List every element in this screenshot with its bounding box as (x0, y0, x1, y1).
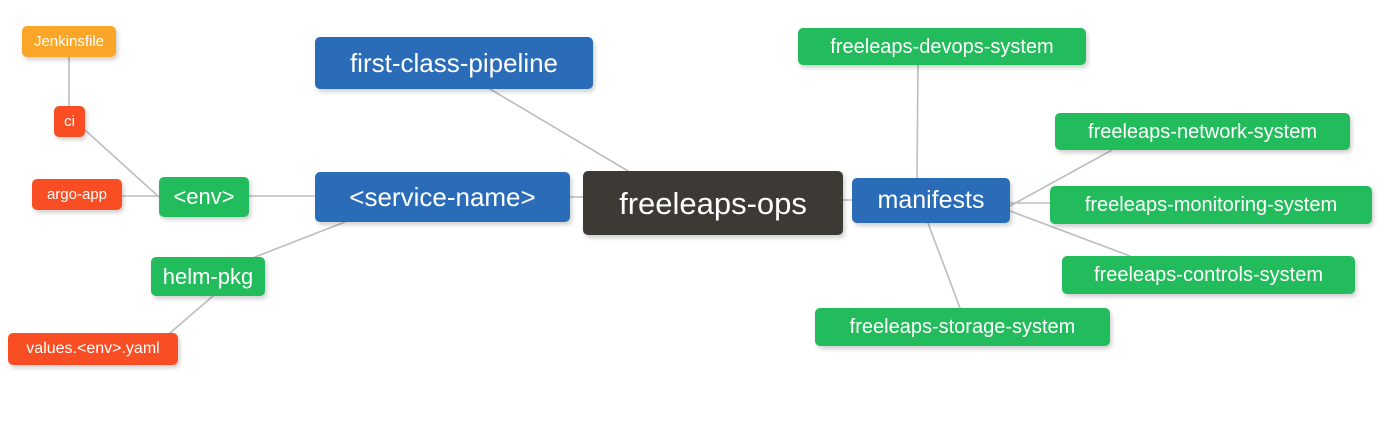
mindmap-node-freeleaps-devops-system[interactable]: freeleaps-devops-system (798, 28, 1086, 65)
mindmap-edge (169, 295, 214, 334)
mindmap-node-freeleaps-network-system[interactable]: freeleaps-network-system (1055, 113, 1350, 150)
mindmap-node-label: freeleaps-ops (619, 185, 807, 221)
mindmap-node-label: <env> (173, 184, 235, 209)
mindmap-node-helm-pkg[interactable]: helm-pkg (151, 257, 265, 296)
mindmap-edge (489, 88, 629, 172)
mindmap-node-label: freeleaps-devops-system (830, 35, 1054, 58)
mindmap-node-label: argo-app (46, 186, 108, 203)
mindmap-node-label: freeleaps-controls-system (1094, 264, 1323, 286)
mindmap-node-first-class-pipeline[interactable]: first-class-pipeline (315, 37, 593, 89)
mindmap-edge (916, 64, 919, 179)
mindmap-node-label: freeleaps-network-system (1088, 120, 1317, 143)
mindmap-node-label: helm-pkg (162, 263, 254, 289)
mindmap-node-freeleaps-controls-system[interactable]: freeleaps-controls-system (1062, 256, 1355, 294)
mindmap-node-service-name[interactable]: <service-name> (315, 172, 570, 222)
mindmap-node-argo-app[interactable]: argo-app (32, 179, 122, 210)
mindmap-node-freeleaps-ops[interactable]: freeleaps-ops (583, 171, 843, 235)
mindmap-node-label: freeleaps-storage-system (849, 316, 1076, 338)
mindmap-node-label: first-class-pipeline (349, 48, 559, 78)
mindmap-node-label: ci (64, 113, 75, 130)
mindmap-node-freeleaps-storage-system[interactable]: freeleaps-storage-system (815, 308, 1110, 346)
mindmap-node-label: values.<env>.yaml (26, 340, 160, 357)
mindmap-edge (927, 222, 961, 309)
mindmap-edge (254, 221, 346, 258)
mindmap-node-jenkinsfile[interactable]: Jenkinsfile (22, 26, 116, 57)
mindmap-node-ci[interactable]: ci (54, 106, 85, 137)
mindmap-node-label: freeleaps-monitoring-system (1084, 194, 1338, 216)
mindmap-node-env[interactable]: <env> (159, 177, 249, 217)
mindmap-node-label: Jenkinsfile (33, 33, 105, 50)
mindmap-node-manifests[interactable]: manifests (852, 178, 1010, 223)
mindmap-node-label: manifests (877, 186, 985, 214)
mindmap-node-freeleaps-monitoring-system[interactable]: freeleaps-monitoring-system (1050, 186, 1372, 224)
mindmap-node-label: <service-name> (349, 182, 536, 212)
mindmap-node-values-yaml[interactable]: values.<env>.yaml (8, 333, 178, 365)
